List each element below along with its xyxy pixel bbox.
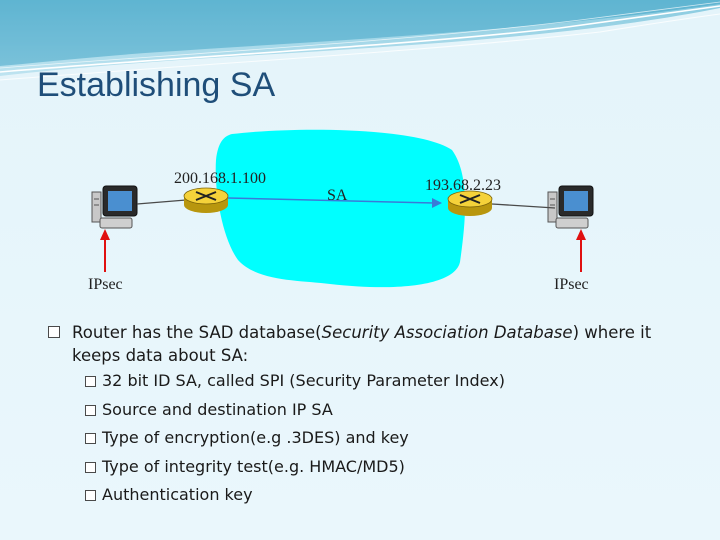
sub-bullet-text: Source and destination IP SA	[102, 399, 333, 419]
bullet-box-icon	[85, 376, 96, 387]
bullet-box-icon	[85, 490, 96, 501]
main-bullet-text-1: Router has the SAD database(	[72, 323, 322, 342]
sa-tunnel-arrow	[227, 197, 442, 208]
network-cloud	[215, 129, 466, 288]
main-bullet-italic: Security Association Database	[321, 323, 573, 342]
sa-tunnel-label: SA	[327, 187, 348, 204]
right-ipsec-label: IPsec	[554, 276, 589, 293]
router-right-ip: 193.68.2.23	[425, 177, 501, 194]
sub-bullet-encryption: Type of encryption(e.g .3DES) and key	[48, 424, 698, 453]
bullet-box-icon	[85, 461, 96, 473]
left-ipsec-label: IPsec	[88, 276, 123, 293]
sub-bullet-integrity: Type of integrity test(e.g. HMAC/MD5)	[48, 453, 698, 482]
right-computer-icon	[547, 185, 594, 229]
sub-bullet-ip: Source and destination IP SA	[48, 396, 698, 425]
sub-bullet-text: 32 bit ID SA, called SPI (Security Param…	[102, 371, 505, 390]
link-left	[136, 199, 187, 205]
left-router-icon	[183, 187, 229, 213]
sub-bullet-text: Type of integrity test(e.g. HMAC/MD5)	[102, 456, 405, 476]
sub-bullet-spi: 32 bit ID SA, called SPI (Security Param…	[48, 367, 698, 396]
slide-title: Establishing SA	[37, 66, 276, 104]
sub-bullet-text: Type of encryption(e.g .3DES) and key	[102, 428, 409, 447]
right-ipsec-arrow	[576, 229, 586, 272]
sub-bullet-text: Authentication key	[102, 485, 253, 504]
bullet-box-icon	[85, 433, 96, 444]
bullet-box-icon	[48, 326, 60, 338]
left-computer-icon	[91, 185, 138, 229]
network-diagram: 200.168.1.100 193.68.2.23 SA IPsec IPsec	[88, 129, 594, 293]
bullet-list: Router has the SAD database(Security Ass…	[48, 321, 698, 510]
link-right	[491, 203, 556, 209]
sub-bullet-auth: Authentication key	[48, 481, 698, 510]
right-router-icon	[447, 190, 493, 216]
main-bullet-text-2: ) where it keeps data about SA:	[72, 323, 652, 365]
bullet-box-icon	[85, 404, 96, 416]
header-waves	[0, 0, 720, 81]
router-left-ip: 200.168.1.100	[174, 170, 266, 187]
main-bullet: Router has the SAD database(Security Ass…	[48, 321, 698, 367]
left-ipsec-arrow	[100, 229, 110, 272]
